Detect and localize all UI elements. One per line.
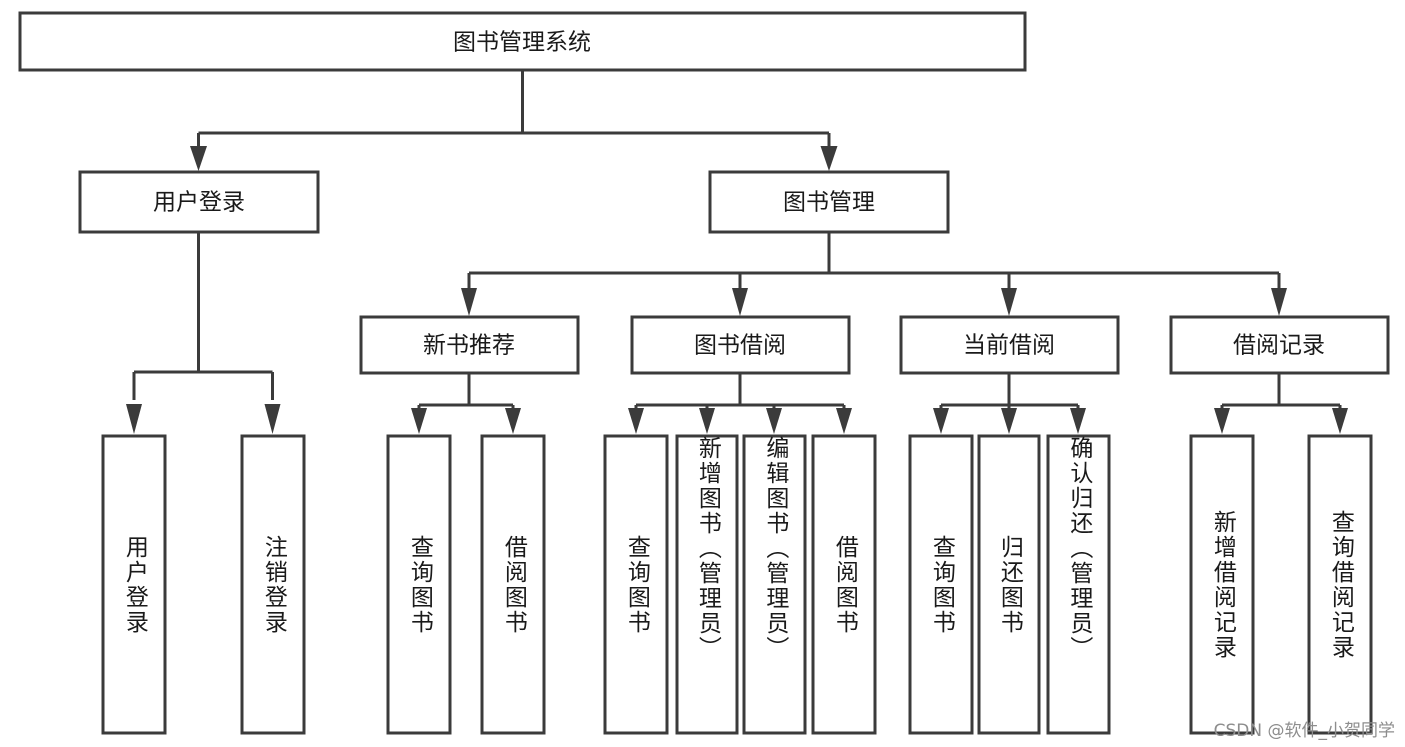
leaf-box-bb-2[interactable] (675, 434, 739, 735)
connector-group-book-mgmt (461, 232, 1287, 316)
arrow-to-br-leaf-2 (1332, 408, 1348, 434)
node-box-book-management[interactable] (708, 170, 950, 234)
label-user-login: 用户登录 (153, 190, 245, 216)
node-box-new-book-recommend[interactable] (359, 315, 580, 375)
leaf-box-bb-4[interactable] (811, 434, 877, 735)
arrow-to-leaf-logout (264, 404, 281, 434)
connector-group-new-book-recommend (411, 373, 521, 434)
arrow-to-cb-leaf-3 (1070, 408, 1086, 434)
node-label-group: 图书管理系统 用户登录 图书管理 新书推荐 图书借阅 当前借阅 借阅记录 (153, 30, 1325, 359)
label-system-title: 图书管理系统 (453, 30, 591, 56)
connector-group-borrow-record (1214, 373, 1348, 434)
node-box-current-borrow[interactable] (899, 315, 1120, 375)
leaf-box-user-login-1[interactable] (101, 434, 167, 735)
arrow-to-nbr-leaf-1 (411, 408, 427, 434)
arrow-to-book-borrow (732, 288, 748, 316)
leaf-box-bb-3[interactable] (742, 434, 807, 735)
leaf-box-user-login-2[interactable] (240, 434, 306, 735)
arrow-to-borrow-record (1271, 288, 1287, 316)
label-book-management: 图书管理 (783, 190, 875, 216)
label-current-borrow: 当前借阅 (963, 333, 1055, 359)
arrow-to-bb-leaf-2 (699, 408, 715, 434)
connector-group-book-borrow (628, 373, 852, 434)
leaf-box-br-2[interactable] (1307, 434, 1373, 735)
arrow-to-current-borrow (1001, 288, 1017, 316)
arrow-to-bb-leaf-3 (766, 408, 782, 434)
leaf-box-cb-2[interactable] (977, 434, 1041, 735)
label-book-borrow: 图书借阅 (694, 333, 786, 359)
connector-group-user-login (126, 232, 281, 434)
arrow-to-cb-leaf-1 (933, 408, 949, 434)
node-box-user-login[interactable] (78, 170, 320, 234)
arrow-to-nbr-leaf-2 (505, 408, 521, 434)
node-box-borrow-record[interactable] (1169, 315, 1390, 375)
arrow-to-book-mgmt (820, 146, 838, 171)
connector-group-root (190, 71, 838, 171)
arrow-to-cb-leaf-2 (1001, 408, 1017, 434)
arrow-to-leaf-user-login (126, 404, 142, 434)
connector-group-current-borrow (933, 373, 1086, 434)
leaf-box-br-1[interactable] (1189, 434, 1255, 735)
node-box-book-borrow[interactable] (630, 315, 851, 375)
leaf-box-nbr-1[interactable] (386, 434, 452, 735)
label-borrow-record: 借阅记录 (1233, 333, 1325, 359)
leaf-box-cb-3[interactable] (1046, 434, 1111, 735)
arrow-to-br-leaf-1 (1214, 408, 1230, 434)
leaf-box-cb-1[interactable] (908, 434, 974, 735)
arrow-to-bb-leaf-1 (628, 408, 644, 434)
arrow-to-user-login (190, 146, 207, 171)
leaf-box-nbr-2[interactable] (480, 434, 546, 735)
arrow-to-new-book-recommend (461, 288, 477, 316)
arrow-to-bb-leaf-4 (836, 408, 852, 434)
label-new-book-recommend: 新书推荐 (423, 333, 515, 359)
node-box-group (18, 11, 1390, 735)
leaf-box-bb-1[interactable] (603, 434, 669, 735)
node-box-system-title[interactable] (18, 11, 1027, 72)
